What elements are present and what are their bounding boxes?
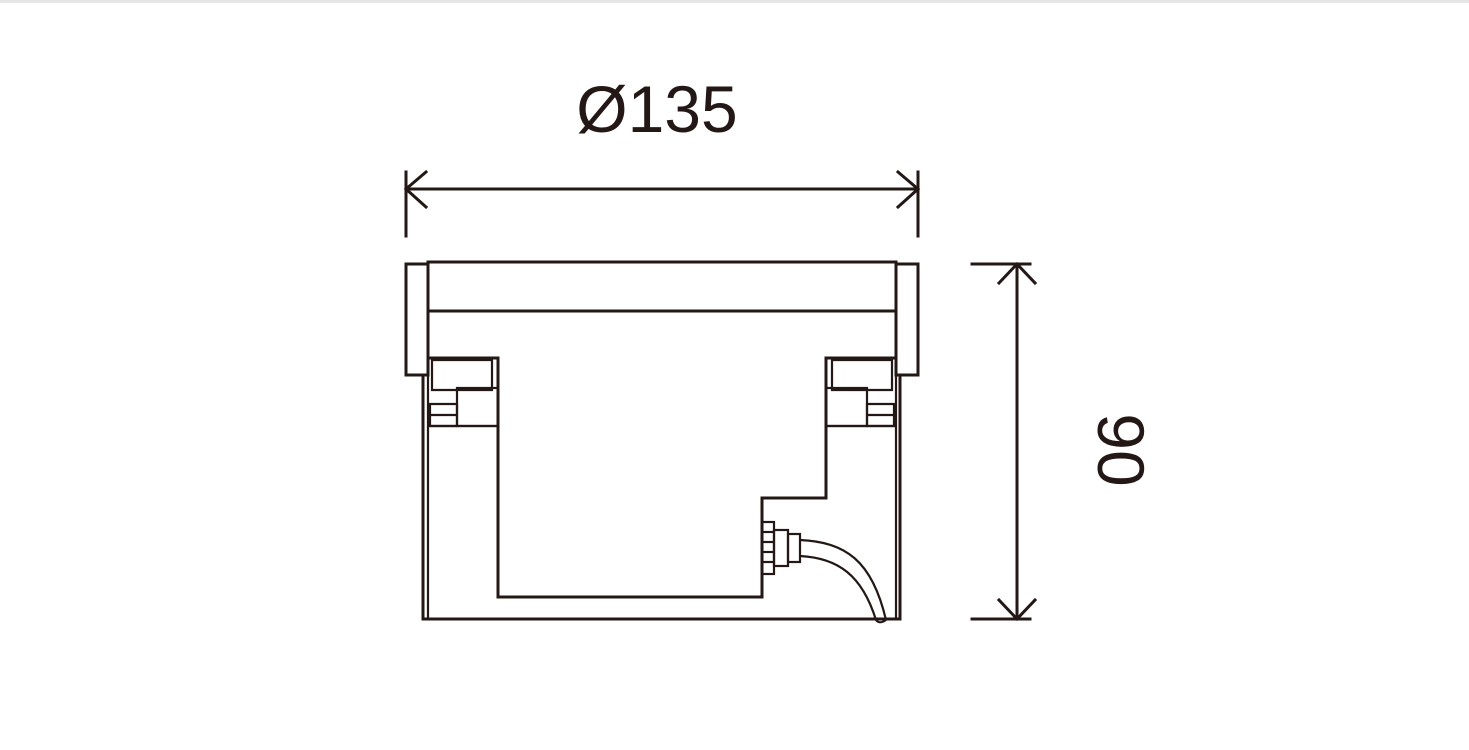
right-clamp <box>824 358 896 428</box>
left-flange <box>404 262 430 377</box>
top-cover <box>426 260 898 313</box>
lamp-body <box>496 356 828 599</box>
luminaire-section <box>404 260 920 624</box>
cable-gland <box>760 520 802 576</box>
height-dimension: 90 <box>970 261 1158 622</box>
width-arrow-left <box>403 169 429 210</box>
height-label: 90 <box>1084 413 1158 486</box>
width-dimension: Ø135 <box>403 72 921 238</box>
height-arrow-bottom <box>996 597 1038 622</box>
outer-housing <box>404 373 920 621</box>
right-flange <box>894 262 920 377</box>
diameter-label: Ø135 <box>576 72 737 146</box>
height-arrow-top <box>996 261 1038 286</box>
left-clamp <box>428 358 500 428</box>
width-arrow-right <box>895 169 921 210</box>
top-border <box>0 0 1469 3</box>
power-cable <box>799 538 888 624</box>
